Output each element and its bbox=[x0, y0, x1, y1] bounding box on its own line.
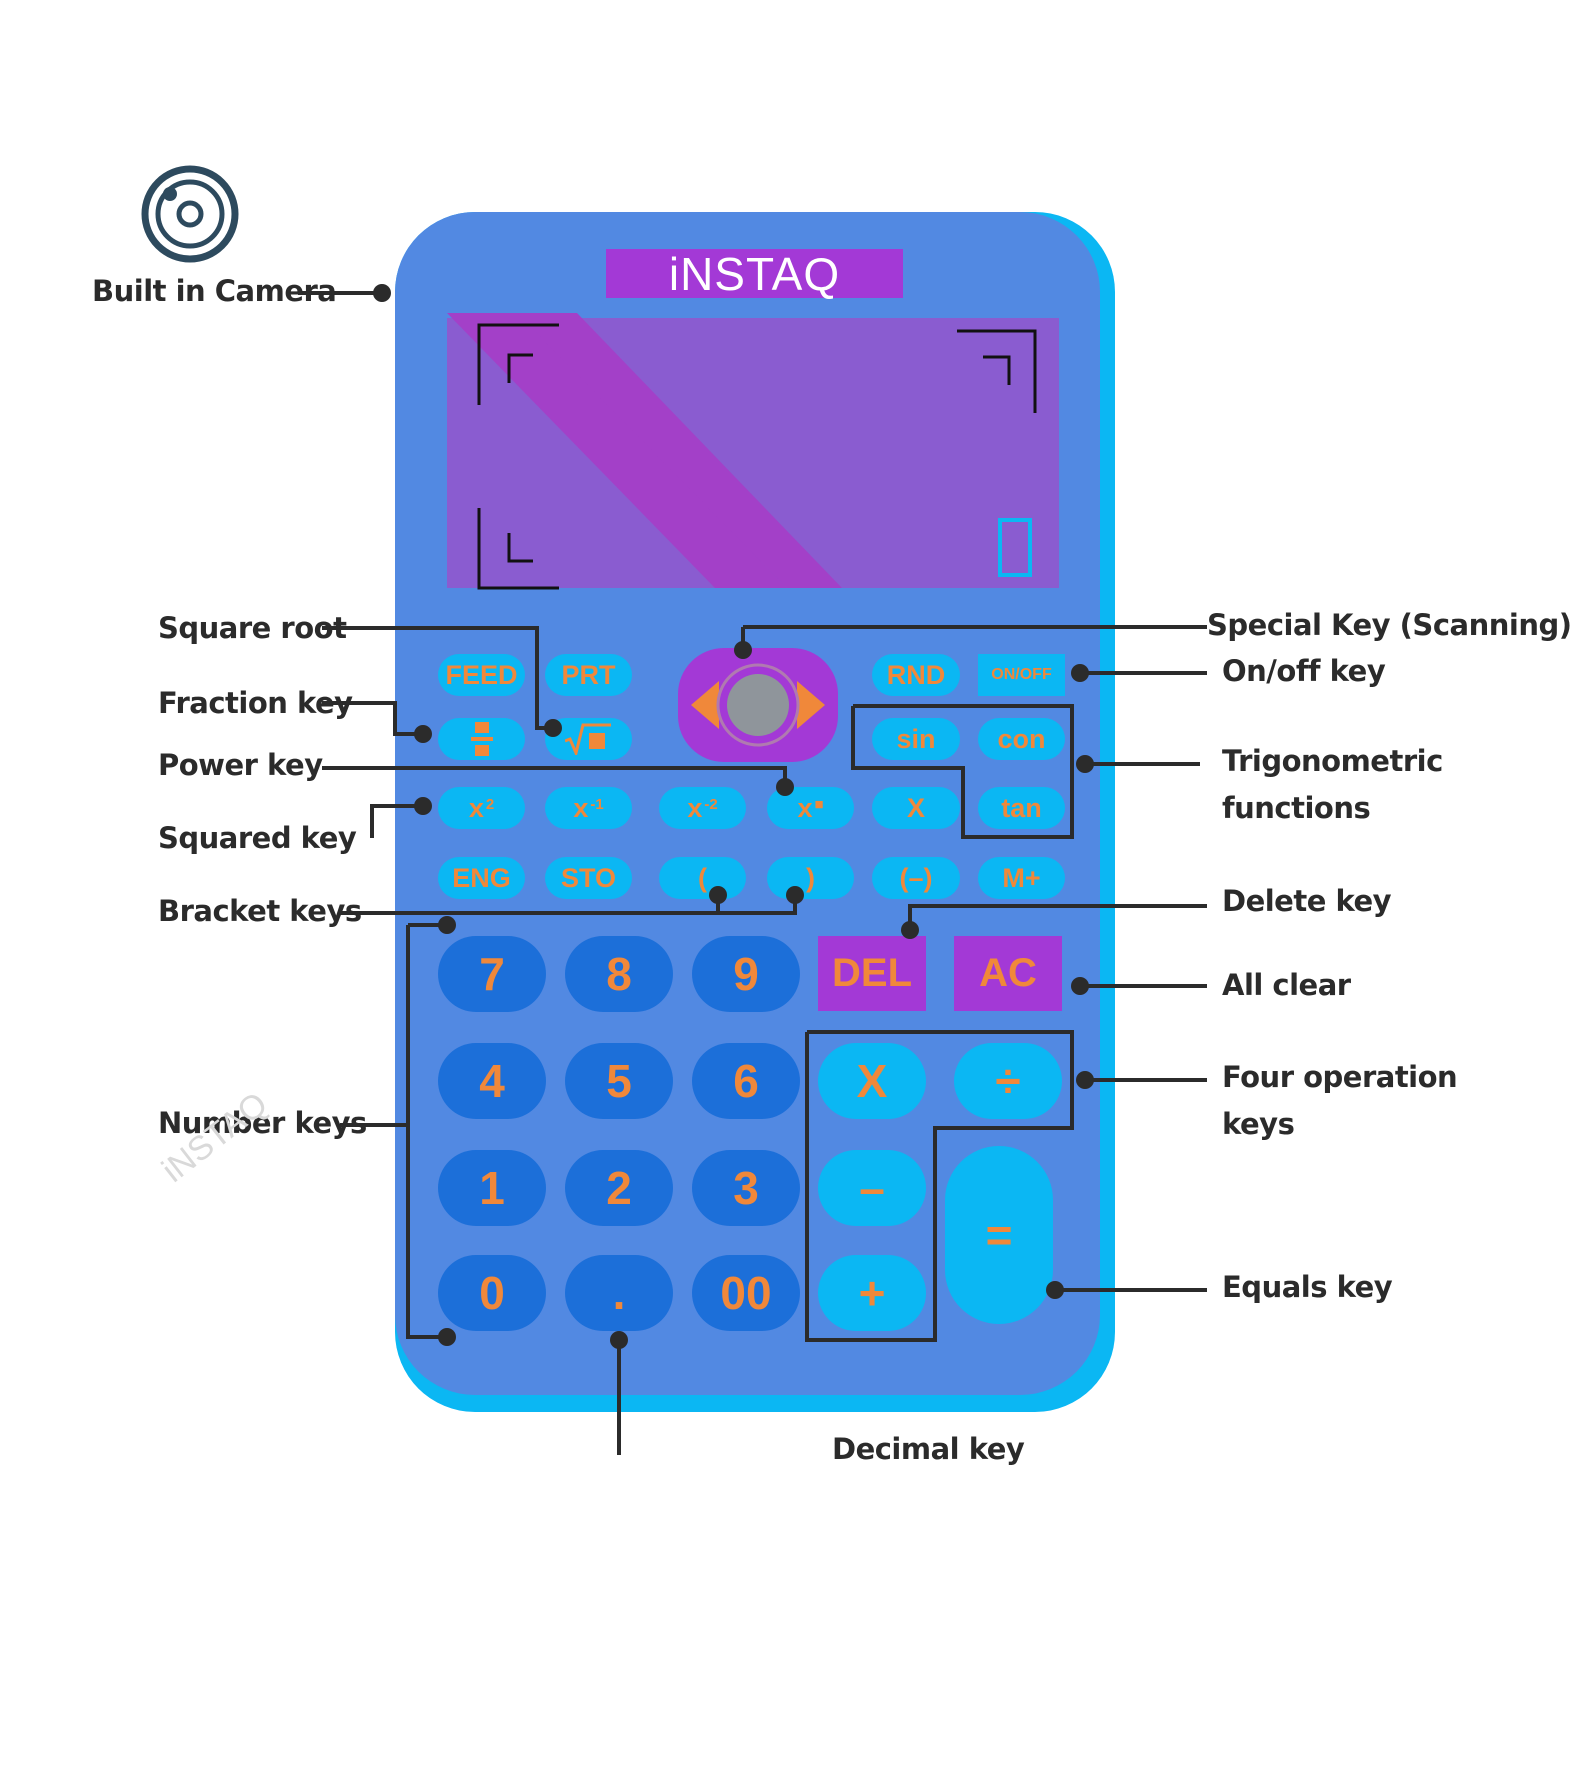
viewfinder-frame bbox=[477, 323, 1037, 590]
multiply-key[interactable]: X bbox=[818, 1043, 926, 1119]
plus-key[interactable]: + bbox=[818, 1255, 926, 1331]
key-2[interactable]: 2 bbox=[565, 1150, 673, 1226]
memory-plus-key[interactable]: M+ bbox=[978, 857, 1065, 899]
decimal-key[interactable]: . bbox=[565, 1255, 673, 1331]
key-0[interactable]: 0 bbox=[438, 1255, 546, 1331]
rnd-key[interactable]: RND bbox=[872, 654, 960, 696]
key-1[interactable]: 1 bbox=[438, 1150, 546, 1226]
arrow-right-icon bbox=[797, 681, 825, 729]
equals-key[interactable]: = bbox=[945, 1146, 1053, 1324]
label-fraction: Fraction key bbox=[158, 686, 353, 720]
key-6[interactable]: 6 bbox=[692, 1043, 800, 1119]
label-number: Number keys bbox=[158, 1106, 367, 1140]
key-4[interactable]: 4 bbox=[438, 1043, 546, 1119]
divide-key[interactable]: ÷ bbox=[954, 1043, 1062, 1119]
camera-icon bbox=[141, 165, 239, 263]
label-trig-line2: functions bbox=[1222, 791, 1371, 825]
arrow-left-icon bbox=[691, 681, 719, 729]
feed-key[interactable]: FEED bbox=[438, 654, 525, 696]
label-squared: Squared key bbox=[158, 821, 357, 855]
open-bracket-key[interactable]: ( bbox=[659, 857, 746, 899]
label-four-op: Four operation keys bbox=[1222, 1054, 1458, 1148]
delete-key[interactable]: DEL bbox=[818, 936, 926, 1011]
negative-key[interactable]: (–) bbox=[872, 857, 960, 899]
con-key[interactable]: con bbox=[978, 718, 1065, 760]
scan-button-icon bbox=[727, 674, 789, 736]
inverse-key[interactable]: x-1 bbox=[545, 787, 632, 829]
label-decimal: Decimal key bbox=[832, 1432, 1025, 1466]
label-four-op-line1: Four operation bbox=[1222, 1060, 1458, 1094]
eng-key[interactable]: ENG bbox=[438, 857, 525, 899]
label-special-key: Special Key (Scanning) bbox=[1207, 608, 1572, 642]
key-3[interactable]: 3 bbox=[692, 1150, 800, 1226]
label-camera: Built in Camera bbox=[92, 274, 337, 308]
scan-control[interactable] bbox=[678, 648, 838, 762]
label-delete: Delete key bbox=[1222, 884, 1392, 918]
fraction-icon bbox=[470, 722, 493, 756]
label-equals: Equals key bbox=[1222, 1270, 1393, 1304]
label-square-root: Square root bbox=[158, 611, 347, 645]
label-trig-line1: Trigonometric bbox=[1222, 744, 1443, 778]
label-trig: Trigonometric functions bbox=[1222, 738, 1443, 832]
all-clear-key[interactable]: AC bbox=[954, 936, 1062, 1011]
sin-key[interactable]: sin bbox=[872, 718, 960, 760]
fraction-key[interactable] bbox=[438, 718, 525, 760]
label-all-clear: All clear bbox=[1222, 968, 1351, 1002]
label-onoff: On/off key bbox=[1222, 654, 1386, 688]
label-four-op-line2: keys bbox=[1222, 1107, 1295, 1141]
label-power: Power key bbox=[158, 748, 323, 782]
key-7[interactable]: 7 bbox=[438, 936, 546, 1012]
onoff-key[interactable]: ON/OFF bbox=[978, 654, 1065, 696]
x-variable-key[interactable]: X bbox=[872, 787, 960, 829]
label-bracket: Bracket keys bbox=[158, 894, 362, 928]
square-root-icon bbox=[564, 723, 611, 755]
key-9[interactable]: 9 bbox=[692, 936, 800, 1012]
key-00[interactable]: 00 bbox=[692, 1255, 800, 1331]
sto-key[interactable]: STO bbox=[545, 857, 632, 899]
key-5[interactable]: 5 bbox=[565, 1043, 673, 1119]
calculator-screen bbox=[447, 313, 1059, 588]
close-bracket-key[interactable]: ) bbox=[767, 857, 854, 899]
tan-key[interactable]: tan bbox=[978, 787, 1065, 829]
brand-logo: iNSTAQ bbox=[606, 249, 903, 299]
key-8[interactable]: 8 bbox=[565, 936, 673, 1012]
prt-key[interactable]: PRT bbox=[545, 654, 632, 696]
minus-key[interactable]: – bbox=[818, 1150, 926, 1226]
inverse-square-key[interactable]: x-2 bbox=[659, 787, 746, 829]
